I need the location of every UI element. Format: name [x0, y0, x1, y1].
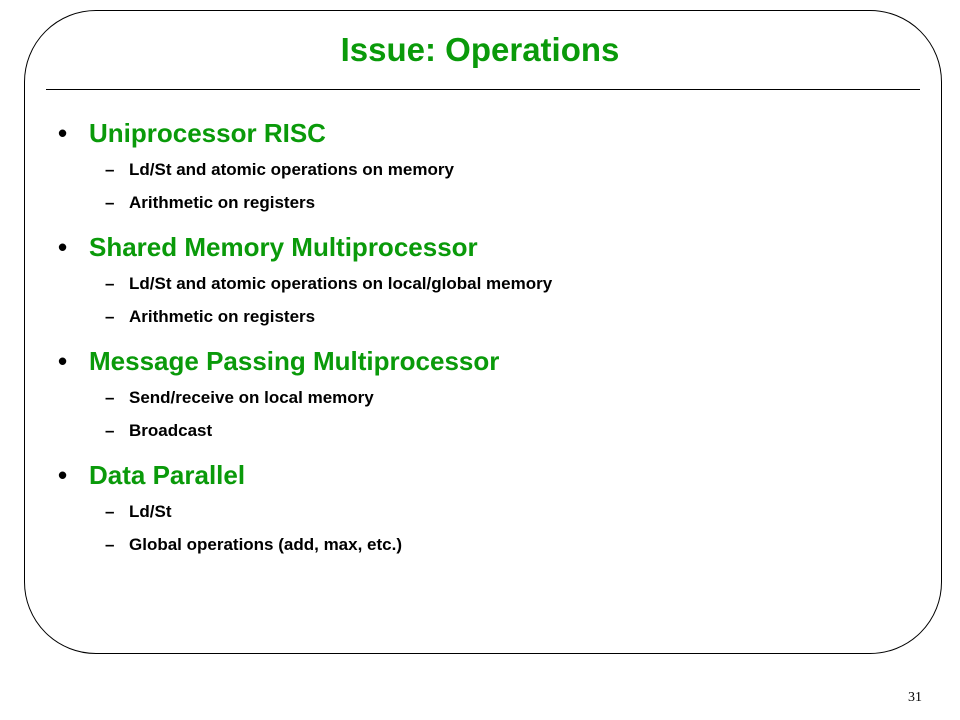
sub-bullet-text: Send/receive on local memory — [129, 388, 374, 407]
sub-bullet-item: – Ld/St — [58, 495, 918, 528]
bullet-item: • Message Passing Multiprocessor — [58, 341, 918, 381]
sub-bullet-marker: – — [105, 421, 115, 440]
bullet-text: Message Passing Multiprocessor — [89, 346, 500, 376]
sub-bullet-text: Arithmetic on registers — [129, 193, 316, 212]
bullet-marker: • — [58, 460, 68, 490]
bullet-text: Shared Memory Multiprocessor — [89, 232, 478, 262]
bullet-item: • Data Parallel — [58, 455, 918, 495]
sub-bullet-marker: – — [105, 388, 115, 407]
slide-frame — [24, 10, 942, 654]
sub-bullet-text: Broadcast — [129, 421, 213, 440]
sub-bullet-text: Ld/St and atomic operations on memory — [129, 160, 454, 179]
sub-bullet-item: – Broadcast — [58, 414, 918, 447]
sub-bullet-text: Global operations (add, max, etc.) — [129, 535, 402, 554]
sub-bullet-text: Arithmetic on registers — [129, 307, 316, 326]
bullet-item: • Shared Memory Multiprocessor — [58, 227, 918, 267]
sub-bullet-marker: – — [105, 502, 115, 521]
page-number: 31 — [908, 690, 922, 705]
sub-bullet-marker: – — [105, 307, 115, 326]
slide-title: Issue: Operations — [340, 31, 620, 68]
sub-bullet-item: – Global operations (add, max, etc.) — [58, 528, 918, 561]
bullet-text: Uniprocessor RISC — [89, 118, 326, 148]
bullet-list: • Uniprocessor RISC – Ld/St and atomic o… — [58, 113, 918, 561]
sub-bullet-marker: – — [105, 160, 115, 179]
sub-bullet-marker: – — [105, 535, 115, 554]
sub-bullet-item: – Ld/St and atomic operations on local/g… — [58, 267, 918, 300]
sub-bullet-item: – Ld/St and atomic operations on memory — [58, 153, 918, 186]
sub-bullet-text: Ld/St — [129, 502, 172, 521]
sub-bullet-marker: – — [105, 274, 115, 293]
sub-bullet-marker: – — [105, 193, 115, 212]
sub-bullet-item: – Arithmetic on registers — [58, 186, 918, 219]
sub-bullet-item: – Arithmetic on registers — [58, 300, 918, 333]
title-divider — [46, 89, 920, 90]
bullet-marker: • — [58, 118, 68, 148]
sub-bullet-text: Ld/St and atomic operations on local/glo… — [129, 274, 553, 293]
bullet-marker: • — [58, 232, 68, 262]
bullet-marker: • — [58, 346, 68, 376]
bullet-item: • Uniprocessor RISC — [58, 113, 918, 153]
sub-bullet-item: – Send/receive on local memory — [58, 381, 918, 414]
bullet-text: Data Parallel — [89, 460, 246, 490]
